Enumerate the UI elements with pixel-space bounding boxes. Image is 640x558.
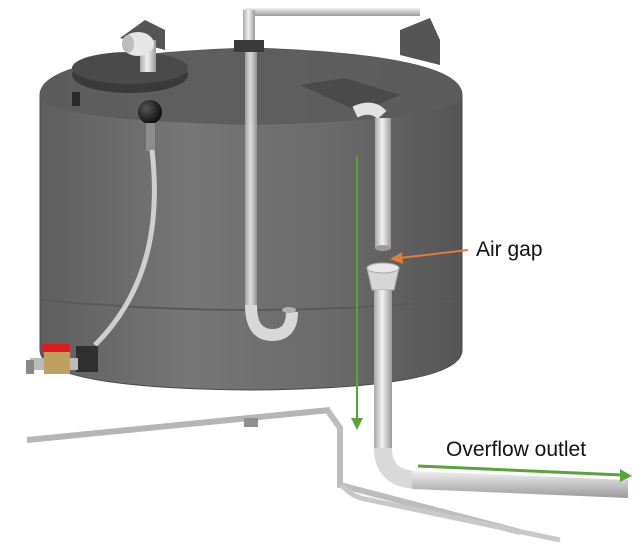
overflow-outlet-label: Overflow outlet [446, 438, 587, 461]
float-stem [146, 123, 155, 151]
air-gap-arrow-line [399, 249, 469, 259]
overflow-pipe-upper [375, 118, 391, 248]
overflow-pipe-upper-end [375, 245, 391, 251]
tundish-rim [366, 262, 400, 274]
float-hose [93, 149, 157, 347]
flow-arrow-right-head [620, 469, 632, 482]
inlet-fitting [234, 40, 264, 52]
flow-arrow-down-head [351, 418, 363, 430]
outlet-fitting [76, 346, 98, 372]
outlet-nipple [26, 360, 34, 374]
float-ball [138, 100, 162, 124]
overflow-outlet-pipe [412, 471, 628, 498]
valve-handle [42, 344, 70, 352]
air-gap-label: Air gap [476, 238, 543, 261]
inlet-pipe-inside [245, 52, 257, 307]
flow-arrow-right [417, 464, 623, 477]
float-bracket [72, 92, 80, 106]
ground-pipe-corner [325, 409, 521, 535]
overflow-elbow-bottom [374, 447, 417, 489]
ground-pipe-left [26, 407, 331, 443]
vent-opening [122, 35, 134, 53]
inlet-u-opening [282, 307, 296, 313]
air-gap-arrow-head [390, 252, 403, 264]
valve-body [44, 352, 70, 374]
overflow-pipe-lower [374, 290, 392, 450]
ground-pipe-fitting [244, 418, 258, 427]
ground-pipe-branch [340, 483, 561, 543]
inlet-pipe-horizontal [245, 8, 420, 16]
tank-lid-top [72, 52, 188, 84]
overflow-elbow-top [352, 102, 387, 120]
inlet-u-bend [245, 304, 298, 342]
